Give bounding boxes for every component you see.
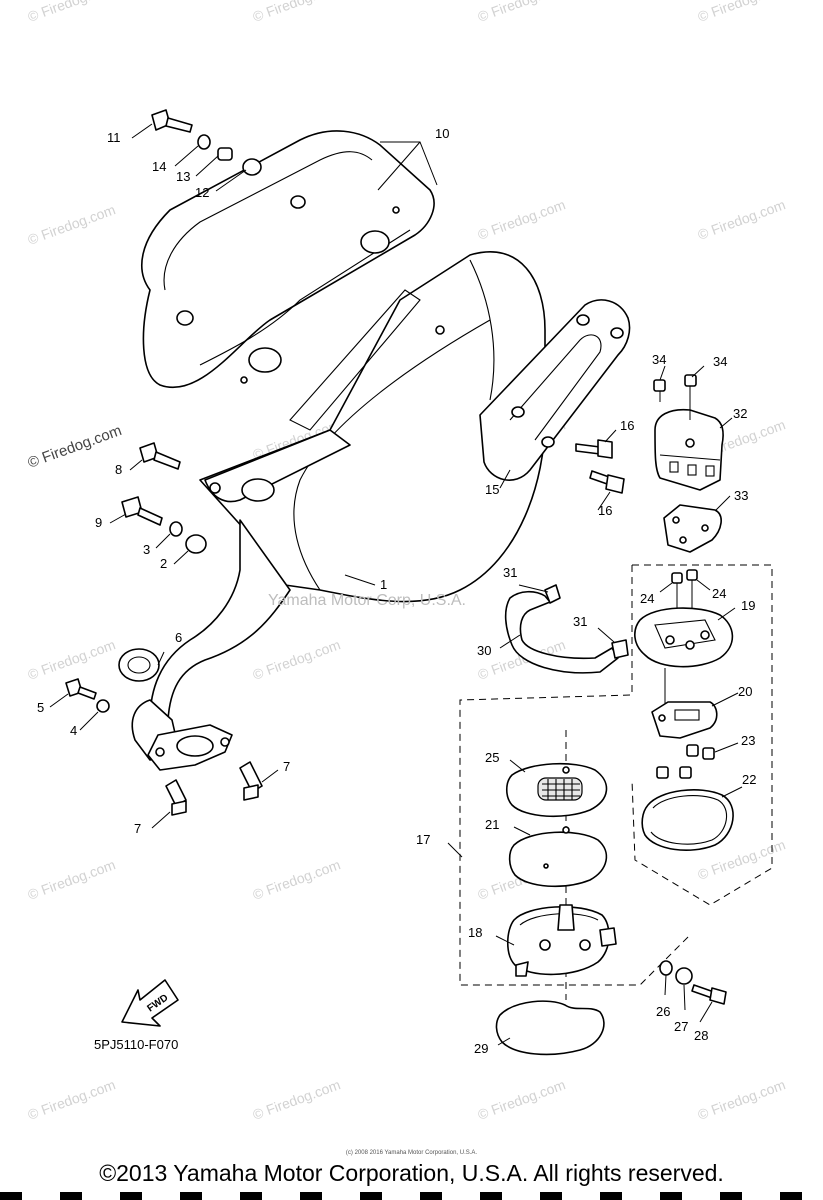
callout-29: 29 (474, 1041, 488, 1056)
callout-34a: 34 (652, 352, 666, 367)
watermark: © Firedog.com (26, 0, 118, 25)
part-10-protector (141, 130, 435, 388)
watermark: © Firedog.com (476, 196, 568, 243)
part-15-heat-shield (479, 299, 631, 481)
callout-23: 23 (741, 733, 755, 748)
callout-18: 18 (468, 925, 482, 940)
watermark: © Firedog.com (251, 636, 343, 683)
callout-21: 21 (485, 817, 499, 832)
callout-5: 5 (37, 700, 44, 715)
callout-6: 6 (175, 630, 182, 645)
left-watermark: © Firedog.com (26, 422, 124, 472)
callout-14: 14 (152, 159, 166, 174)
callout-2: 2 (160, 556, 167, 571)
callout-31a: 31 (503, 565, 517, 580)
callout-15: 15 (485, 482, 499, 497)
callout-1: 1 (380, 577, 387, 592)
fasteners-16 (575, 439, 625, 494)
watermark: © Firedog.com (696, 1076, 788, 1123)
callout-labels: 11 14 13 12 10 8 9 3 2 6 5 4 7 7 1 15 16… (37, 126, 756, 1056)
callout-24a: 24 (640, 591, 654, 606)
callout-20: 20 (738, 684, 752, 699)
callout-12: 12 (195, 185, 209, 200)
tiny-copyright: (c) 2008 2016 Yamaha Motor Corporation, … (345, 1150, 478, 1156)
parts-18-21-25-26-29 (495, 730, 727, 1056)
callout-3: 3 (143, 542, 150, 557)
watermark: © Firedog.com (26, 201, 118, 248)
callout-16b: 16 (598, 503, 612, 518)
watermark: © Firedog.com (696, 196, 788, 243)
fasteners-top-left (65, 109, 263, 816)
callout-31b: 31 (573, 614, 587, 629)
exhaust-pipe (131, 519, 291, 771)
diagram-code: 5PJ5110-F070 (94, 1037, 179, 1052)
watermark: © Firedog.com (476, 1076, 568, 1123)
watermark: © Firedog.com (26, 636, 118, 683)
parts-30-31-hose (504, 584, 629, 674)
callout-34b: 34 (713, 354, 727, 369)
callout-16a: 16 (620, 418, 634, 433)
callout-4: 4 (70, 723, 77, 738)
parts-32-33-34 (653, 374, 724, 553)
center-watermark: Yamaha Motor Corp, U.S.A. (268, 592, 466, 609)
callout-17: 17 (416, 832, 430, 847)
watermark: © Firedog.com (251, 0, 343, 25)
watermark: © Firedog.com (26, 1076, 118, 1123)
callout-30: 30 (477, 643, 491, 658)
watermark: © Firedog.com (26, 856, 118, 903)
fwd-arrow: FWD (121, 979, 179, 1027)
callout-22: 22 (742, 772, 756, 787)
callout-24b: 24 (712, 586, 726, 601)
callout-9: 9 (95, 515, 102, 530)
callout-11: 11 (107, 130, 121, 145)
watermark: © Firedog.com (251, 856, 343, 903)
callout-8: 8 (115, 462, 122, 477)
callout-7a: 7 (283, 759, 290, 774)
watermark: © Firedog.com (251, 1076, 343, 1123)
callout-7b: 7 (134, 821, 141, 836)
callout-19: 19 (741, 598, 755, 613)
leader-lines (49, 123, 743, 1046)
screen-mesh (537, 777, 583, 801)
watermark: © Firedog.com (696, 0, 788, 25)
assembly-box-upper (459, 564, 773, 986)
copyright-footer: ©2013 Yamaha Motor Corporation, U.S.A. A… (99, 1160, 724, 1186)
callout-28: 28 (694, 1028, 708, 1043)
watermark: © Firedog.com (476, 0, 568, 25)
callout-25: 25 (485, 750, 499, 765)
callout-10: 10 (435, 126, 449, 141)
parts-19-20-22-23-24 (634, 569, 734, 851)
callout-32: 32 (733, 406, 747, 421)
callout-26: 26 (656, 1004, 670, 1019)
bottom-strip (0, 1192, 823, 1200)
callout-13: 13 (176, 169, 190, 184)
callout-27: 27 (674, 1019, 688, 1034)
callout-33: 33 (734, 488, 748, 503)
